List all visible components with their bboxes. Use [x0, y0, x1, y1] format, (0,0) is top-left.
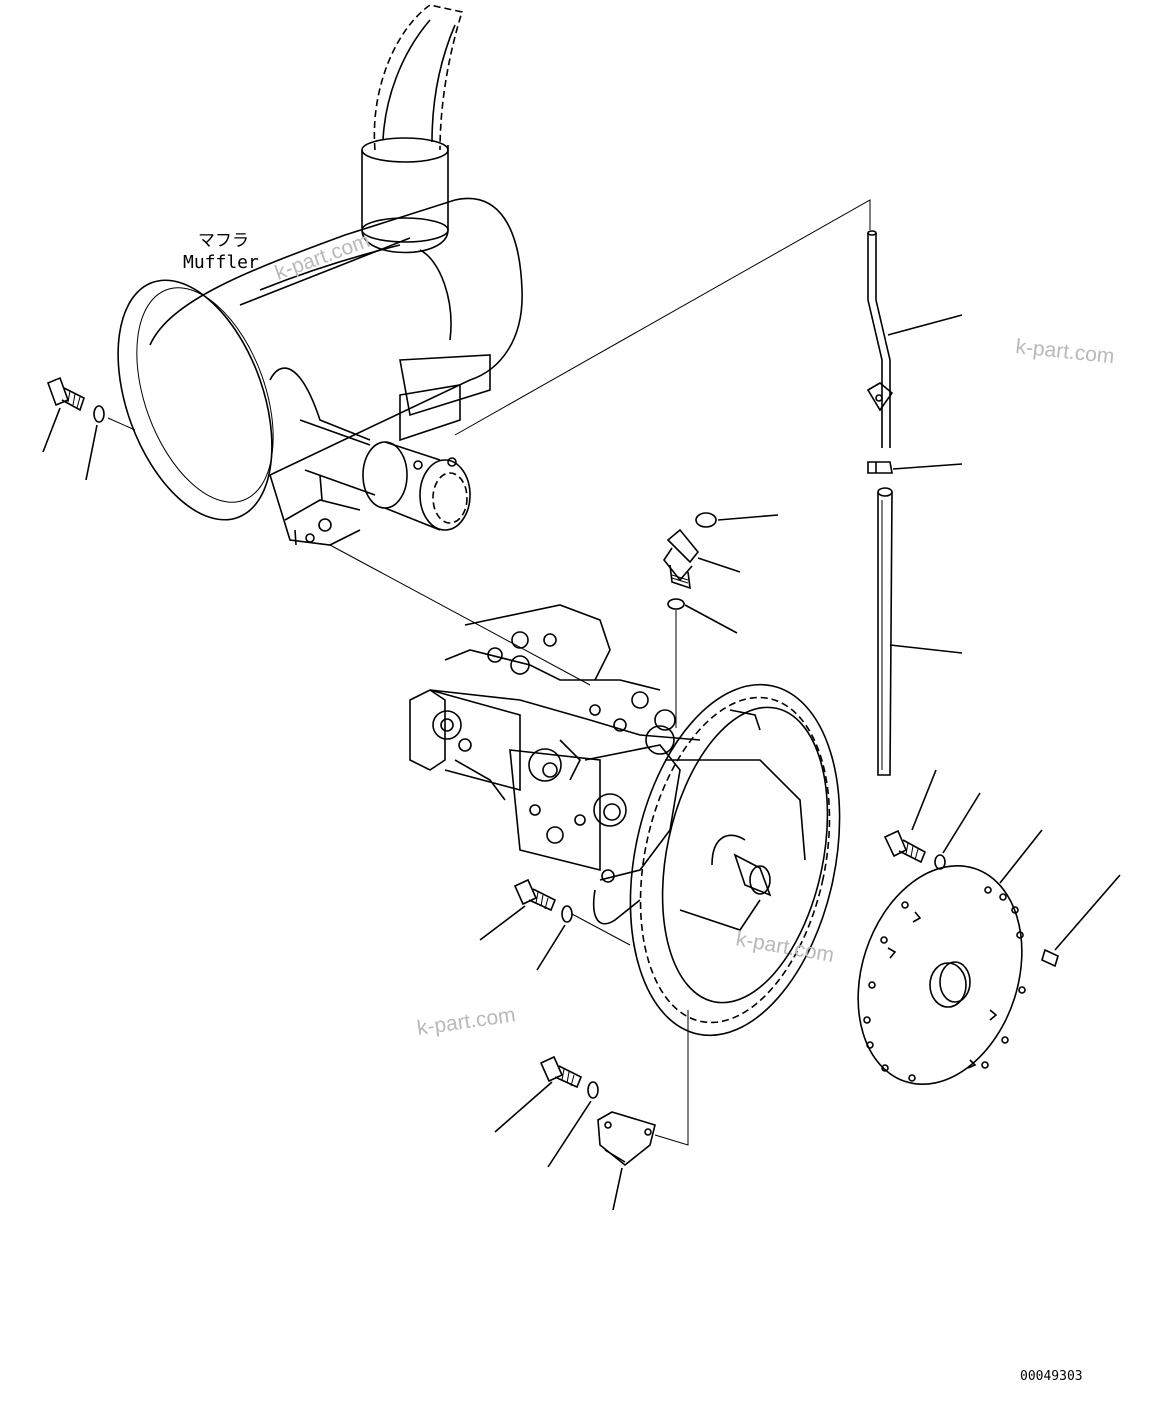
- pump-bolt-lower: [539, 1055, 583, 1089]
- damper-disc: [857, 864, 1026, 1086]
- muffler-label-jp: マフラ: [198, 231, 249, 251]
- damper-pin: [1041, 948, 1059, 968]
- muffler-washer: [93, 405, 105, 423]
- o-ring-lower: [667, 598, 685, 610]
- watermark: k-part.com: [1014, 335, 1115, 368]
- damper-bolt: [883, 829, 927, 864]
- tube-clip: [867, 461, 893, 474]
- pump-washer-lower: [587, 1081, 599, 1099]
- muffler-label-en: Muffler: [183, 252, 259, 273]
- dipstick: [866, 230, 894, 448]
- muffler-assembly: [117, 4, 523, 546]
- elbow-fitting: [663, 528, 700, 590]
- o-ring-upper: [695, 512, 717, 528]
- dipstick-tube: [877, 487, 893, 776]
- pump-bolt-upper: [513, 878, 557, 912]
- cover-plate: [597, 1111, 656, 1167]
- muffler-bolt: [46, 376, 85, 412]
- main-pump: [409, 604, 841, 1037]
- drawing-number: 00049303: [1020, 1369, 1083, 1384]
- pump-washer-upper: [561, 905, 573, 923]
- watermark: k-part.com: [415, 1003, 516, 1040]
- watermark: k-part.com: [734, 927, 836, 967]
